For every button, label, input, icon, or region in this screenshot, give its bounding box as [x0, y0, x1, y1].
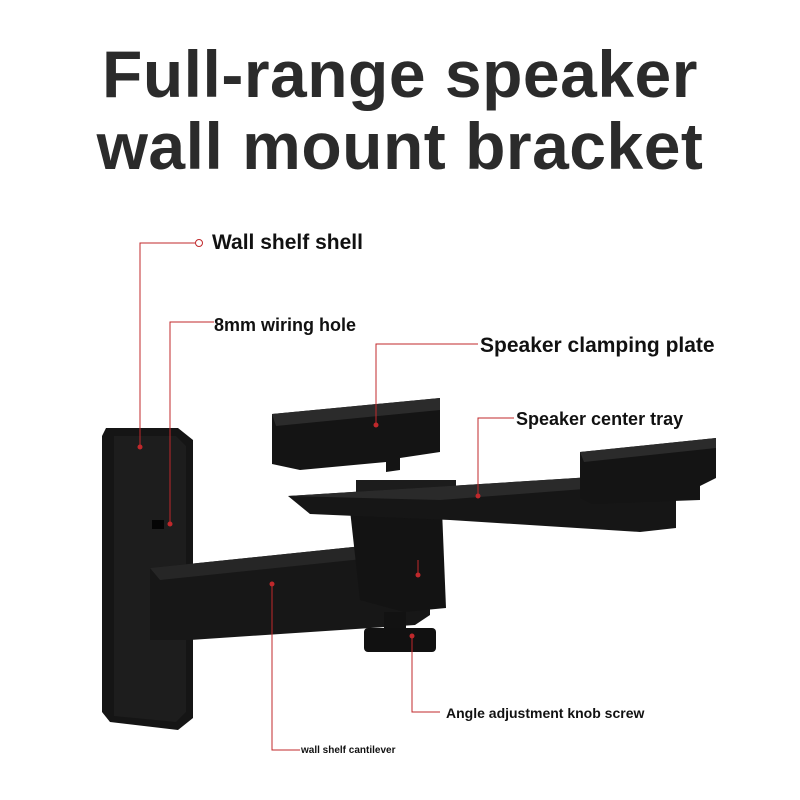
center-tray-top: [288, 474, 676, 500]
marker-wall-shelf-shell: [195, 239, 203, 247]
leader-wiring-hole: [169, 321, 214, 524]
label-knob-screw: Angle adjustment knob screw: [446, 705, 645, 721]
label-center-tray: Speaker center tray: [516, 409, 684, 429]
label-wall-shelf-shell: Wall shelf shell: [212, 231, 363, 254]
marker-wiring-hole: [167, 521, 173, 527]
leader-knob-screw: [411, 636, 440, 713]
page-title: Full-range speaker wall mount bracket: [0, 38, 800, 182]
clamping-plate-left-top: [272, 398, 440, 426]
marker-wall-plate: [137, 444, 143, 450]
leader-cantilever: [271, 584, 300, 751]
marker-pivot: [415, 572, 421, 578]
leader-wall-shelf-shell: [139, 242, 195, 447]
label-wiring-hole: 8mm wiring hole: [214, 315, 357, 335]
leader-clamping-plate: [375, 343, 478, 425]
marker-center-tray: [475, 493, 481, 499]
marker-clamping-plate: [373, 422, 379, 428]
marker-cantilever: [269, 581, 275, 587]
marker-knob: [409, 633, 415, 639]
leader-center-tray: [477, 417, 514, 496]
title-line-2: wall mount bracket: [96, 109, 704, 183]
label-clamping-plate: Speaker clamping plate: [480, 334, 715, 357]
pivot-housing: [350, 510, 446, 612]
clamping-plate-right-top: [580, 438, 716, 462]
wiring-hole: [152, 520, 164, 529]
knob-stem: [384, 612, 406, 630]
label-cantilever: wall shelf cantilever: [301, 745, 396, 756]
title-line-1: Full-range speaker: [102, 37, 698, 111]
knob: [364, 628, 436, 652]
